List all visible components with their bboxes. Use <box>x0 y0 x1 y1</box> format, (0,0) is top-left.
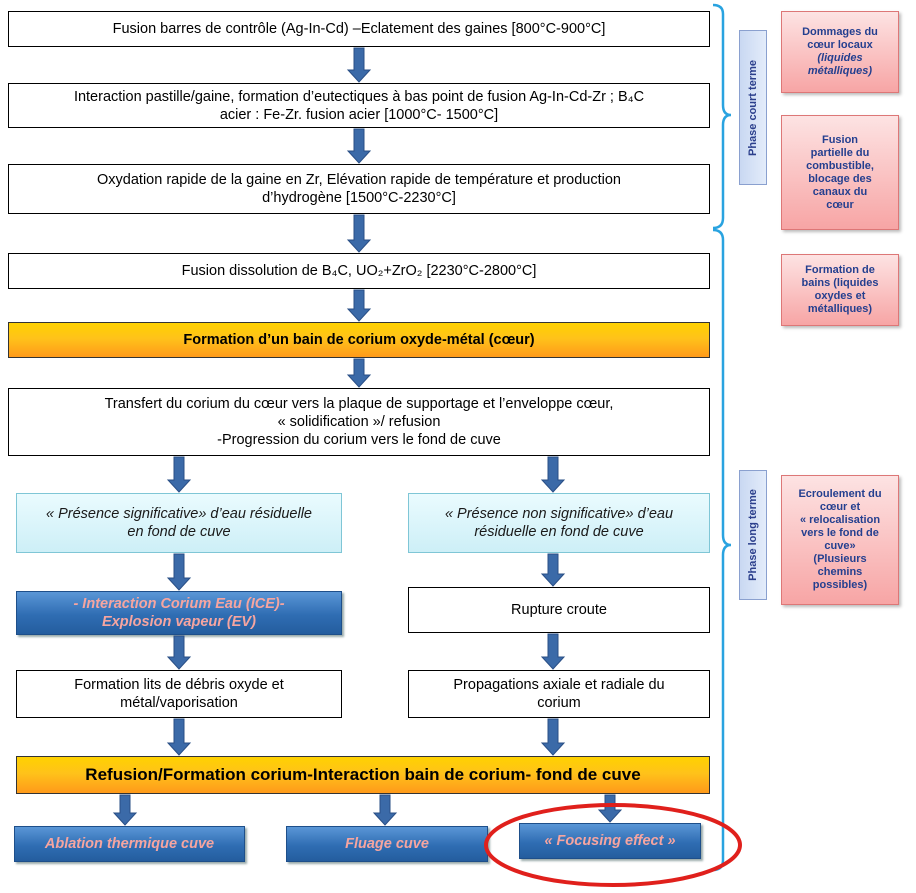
focusing-highlight-ellipse <box>484 803 742 887</box>
debris-line1: Formation lits de débris oxyde et <box>74 677 284 693</box>
down-arrow <box>166 718 192 756</box>
outcome-focusing-text: « Focusing effect » <box>544 833 676 849</box>
down-arrow <box>540 718 566 756</box>
refusion-text: Refusion/Formation corium-Interaction ba… <box>85 765 641 784</box>
step-oxydation-line1: Oxydation rapide de la gaine en Zr, Elév… <box>97 172 621 188</box>
step-bain-corium-text: Formation d’un bain de corium oxyde-méta… <box>183 332 535 348</box>
debris-formation-box: Formation lits de débris oxyde et métal/… <box>16 670 342 718</box>
ice-line2: Explosion vapeur (EV) <box>102 614 256 630</box>
down-arrow <box>346 214 372 253</box>
step-interaction-line2: acier : Fe-Zr. fusion acier [1000°C- 150… <box>219 106 499 123</box>
step-oxydation-line2: d’hydrogène [1500°C-2230°C] <box>262 190 456 206</box>
rupture-croute-text: Rupture croute <box>511 602 607 618</box>
down-arrow <box>346 128 372 164</box>
down-arrow <box>346 289 372 322</box>
phase-short-term-label: Phase court terme <box>739 30 767 185</box>
note-formation-bains: Formation de bains (liquides oxydes et m… <box>781 254 899 326</box>
down-arrow <box>346 47 372 83</box>
outcome-focusing: « Focusing effect » <box>519 823 701 859</box>
down-arrow <box>166 456 192 493</box>
step-fusion-dissolution: Fusion dissolution de B₄C, UO₂+ZrO₂ [223… <box>8 253 710 289</box>
step-transfert-line2: « solidification »/ refusion <box>277 414 441 430</box>
propagation-box: Propagations axiale et radiale du corium <box>408 670 710 718</box>
down-arrow <box>540 633 566 670</box>
left-water-line1: « Présence significative» d’eau résiduel… <box>46 506 312 522</box>
down-arrow <box>372 794 398 826</box>
outcome-ablation-text: Ablation thermique cuve <box>44 836 215 852</box>
outcome-fluage-text: Fluage cuve <box>345 836 429 852</box>
note-fusion-partielle: Fusion partielle du combustible, blocage… <box>781 115 899 230</box>
step-transfert-line1: Transfert du corium du cœur vers la plaq… <box>104 396 614 412</box>
outcome-ablation: Ablation thermique cuve <box>14 826 245 862</box>
ice-explosion-box: - Interaction Corium Eau (ICE)- Explosio… <box>16 591 342 635</box>
right-water-presence: « Présence non significative» d’eau rési… <box>408 493 710 553</box>
note-dommages-locaux: Dommages du cœur locaux (liquides métall… <box>781 11 899 93</box>
bracket-long-term <box>712 228 732 872</box>
refusion-box: Refusion/Formation corium-Interaction ba… <box>16 756 710 794</box>
flow-arrows <box>112 47 623 826</box>
right-water-line1: « Présence non significative» d’eau <box>444 506 674 522</box>
step-transfert-corium: Transfert du corium du cœur vers la plaq… <box>8 388 710 456</box>
down-arrow <box>540 553 566 587</box>
right-water-line2: résiduelle en fond de cuve <box>474 524 644 540</box>
ice-line1: - Interaction Corium Eau (ICE)- <box>73 596 285 612</box>
debris-line2: métal/vaporisation <box>120 695 238 711</box>
down-arrow <box>540 456 566 493</box>
bracket-short-term <box>712 3 732 230</box>
down-arrow <box>166 635 192 670</box>
step-fusion-dissolution-text: Fusion dissolution de B₄C, UO₂+ZrO₂ [223… <box>181 263 537 279</box>
down-arrow <box>112 794 138 826</box>
step-interaction-pastille: Interaction pastille/gaine, formation d’… <box>8 83 710 128</box>
down-arrow <box>346 358 372 388</box>
outcome-fluage: Fluage cuve <box>286 826 488 862</box>
step-oxydation: Oxydation rapide de la gaine en Zr, Elév… <box>8 164 710 214</box>
note-ecroulement: Ecroulement du cœur et « relocalisation … <box>781 475 899 605</box>
step-transfert-line3: -Progression du corium vers le fond de c… <box>217 432 501 448</box>
step-fusion-barres: Fusion barres de contrôle (Ag-In-Cd) –Ec… <box>8 11 710 47</box>
down-arrow <box>597 794 623 823</box>
step-bain-corium: Formation d’un bain de corium oxyde-méta… <box>8 322 710 358</box>
down-arrow <box>166 553 192 591</box>
propagation-line2: corium <box>537 695 581 711</box>
rupture-croute-box: Rupture croute <box>408 587 710 633</box>
step-fusion-barres-text: Fusion barres de contrôle (Ag-In-Cd) –Ec… <box>112 21 606 37</box>
left-water-line2: en fond de cuve <box>127 524 231 540</box>
step-interaction-line1: Interaction pastille/gaine, formation d’… <box>73 88 645 105</box>
left-water-presence: « Présence significative» d’eau résiduel… <box>16 493 342 553</box>
phase-long-term-label: Phase long terme <box>739 470 767 600</box>
propagation-line1: Propagations axiale et radiale du <box>453 677 665 693</box>
